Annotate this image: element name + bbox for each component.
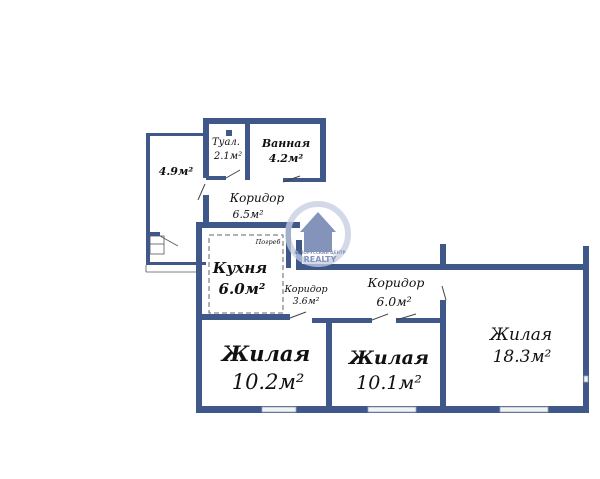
cellar-outline	[208, 234, 284, 314]
living-right-area: 18.3м²	[493, 347, 552, 367]
windows	[261, 375, 589, 413]
balcony-area: 4.9м²	[159, 165, 194, 178]
kitchen-area: 6.0м²	[219, 280, 266, 298]
living-middle-name: Жилая	[347, 347, 429, 369]
kitchen-name: Кухня	[212, 259, 267, 277]
toilet-area: 2.1м²	[213, 151, 242, 162]
corridor-top-area: 6.5м²	[232, 208, 263, 221]
doors	[197, 169, 447, 321]
corridor-right-name: Коридор	[367, 275, 425, 290]
toilet-name: Туал.	[212, 137, 240, 148]
living-right-name: Жилая	[489, 325, 552, 345]
corridor-right-area: 6.0м²	[376, 294, 411, 309]
living-left-area: 10.2м²	[232, 370, 305, 394]
living-middle-area: 10.1м²	[356, 372, 422, 394]
watermark-brand: REALTY	[304, 255, 337, 264]
watermark-small: БЕЛОРУССКИЙ ЦЕНТР	[294, 250, 345, 255]
living-left-name: Жилая	[220, 341, 311, 366]
cellar-label: Погреб	[255, 238, 281, 246]
bathroom-area: 4.2м²	[269, 152, 304, 165]
watermark: БЕЛОРУССКИЙ ЦЕНТР REALTY	[285, 201, 351, 267]
corridor-small-area: 3.6м²	[293, 296, 320, 307]
bathroom-name: Ванная	[261, 137, 311, 150]
corridor-top-name: Коридор	[229, 191, 285, 205]
balcony-entry	[145, 235, 198, 273]
corridor-small-name: Коридор	[283, 284, 327, 295]
